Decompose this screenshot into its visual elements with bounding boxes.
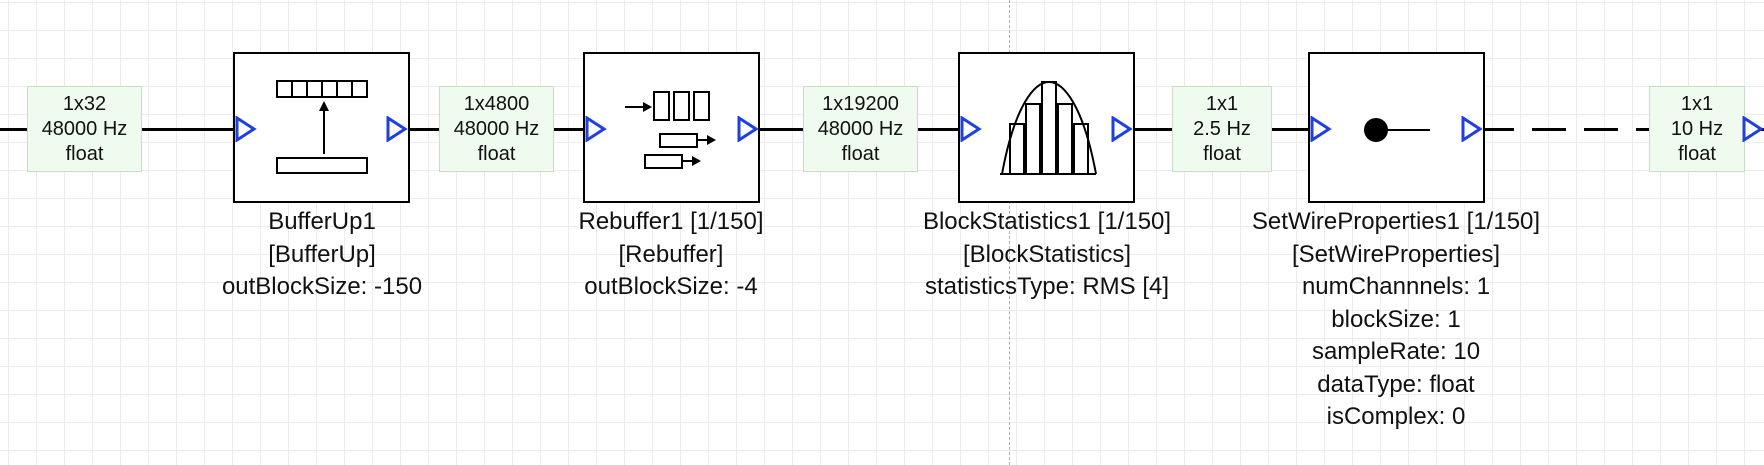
- input-port-icon[interactable]: [1310, 116, 1332, 142]
- wire-label: 1x32 48000 Hz float: [27, 86, 142, 172]
- wire-label: 1x1 10 Hz float: [1649, 86, 1745, 172]
- set-wire-properties-block[interactable]: [1308, 52, 1485, 203]
- thread-boundary-line: [1009, 0, 1010, 465]
- block-param: numChannnels: 1: [1301, 273, 1491, 300]
- input-port-icon[interactable]: [1742, 116, 1764, 142]
- wire-label: 1x1 2.5 Hz float: [1172, 86, 1272, 172]
- buffer-up-icon: [276, 80, 368, 174]
- wire-rate: 48000 Hz: [453, 117, 540, 140]
- block-caption: BlockStatistics1 [1/150] [BlockStatistic…: [887, 206, 1207, 304]
- block-caption: BufferUp1 [BufferUp] outBlockSize: -150: [197, 206, 447, 304]
- wire-type: float: [1678, 142, 1716, 165]
- histogram-icon: [1000, 80, 1097, 175]
- wire-type: float: [1203, 142, 1241, 165]
- block-name: BlockStatistics1 [1/150]: [922, 208, 1172, 235]
- buffer-up-block[interactable]: [233, 52, 410, 203]
- wire-type: float: [65, 142, 104, 165]
- rebuffer-icon: [625, 91, 716, 169]
- wire-dims: 1x4800: [463, 92, 530, 115]
- block-name: SetWireProperties1 [1/150]: [1251, 208, 1541, 235]
- output-port-icon[interactable]: [1111, 116, 1133, 142]
- block-name: Rebuffer1 [1/150]: [578, 208, 764, 235]
- wire-properties-icon: [1364, 118, 1430, 142]
- block-type: [Rebuffer]: [618, 240, 724, 268]
- block-param: dataType: float: [1317, 370, 1475, 398]
- input-port-icon[interactable]: [585, 116, 607, 142]
- block-param: statisticsType: RMS [4]: [924, 273, 1170, 300]
- wire-dims: 1x32: [62, 92, 107, 115]
- block-statistics-block[interactable]: [958, 52, 1135, 203]
- block-param: blockSize: 1: [1331, 305, 1461, 333]
- block-name: BufferUp1: [268, 208, 376, 235]
- input-port-icon[interactable]: [960, 116, 982, 142]
- output-port-icon[interactable]: [1461, 116, 1483, 142]
- input-port-icon[interactable]: [235, 116, 257, 142]
- wire-rate: 2.5 Hz: [1193, 117, 1251, 140]
- rebuffer-block[interactable]: [583, 52, 760, 203]
- output-port-icon[interactable]: [737, 116, 759, 142]
- wire-type: float: [841, 142, 880, 165]
- output-port-icon[interactable]: [386, 116, 408, 142]
- wire-rate: 48000 Hz: [817, 117, 904, 140]
- block-type: [SetWireProperties]: [1291, 240, 1501, 268]
- block-param: sampleRate: 10: [1311, 338, 1481, 365]
- wire-label: 1x4800 48000 Hz float: [439, 86, 554, 172]
- block-param: outBlockSize: -4: [584, 273, 758, 300]
- wire-rate: 48000 Hz: [41, 117, 128, 140]
- block-param: isComplex: 0: [1326, 403, 1466, 430]
- block-caption: Rebuffer1 [1/150] [Rebuffer] outBlockSiz…: [546, 206, 796, 304]
- wire-label: 1x19200 48000 Hz float: [803, 86, 918, 172]
- block-type: [BufferUp]: [268, 240, 376, 268]
- wire-segment-dashed[interactable]: [1480, 128, 1764, 131]
- wire-rate: 10 Hz: [1670, 117, 1724, 140]
- wire-dims: 1x1: [1680, 92, 1714, 115]
- block-param: outBlockSize: -150: [221, 273, 423, 300]
- block-caption: SetWireProperties1 [1/150] [SetWirePrope…: [1236, 206, 1556, 434]
- wire-dims: 1x1: [1205, 92, 1239, 115]
- block-type: [BlockStatistics]: [962, 240, 1132, 268]
- wire-dims: 1x19200: [822, 92, 899, 115]
- wire-type: float: [477, 142, 516, 165]
